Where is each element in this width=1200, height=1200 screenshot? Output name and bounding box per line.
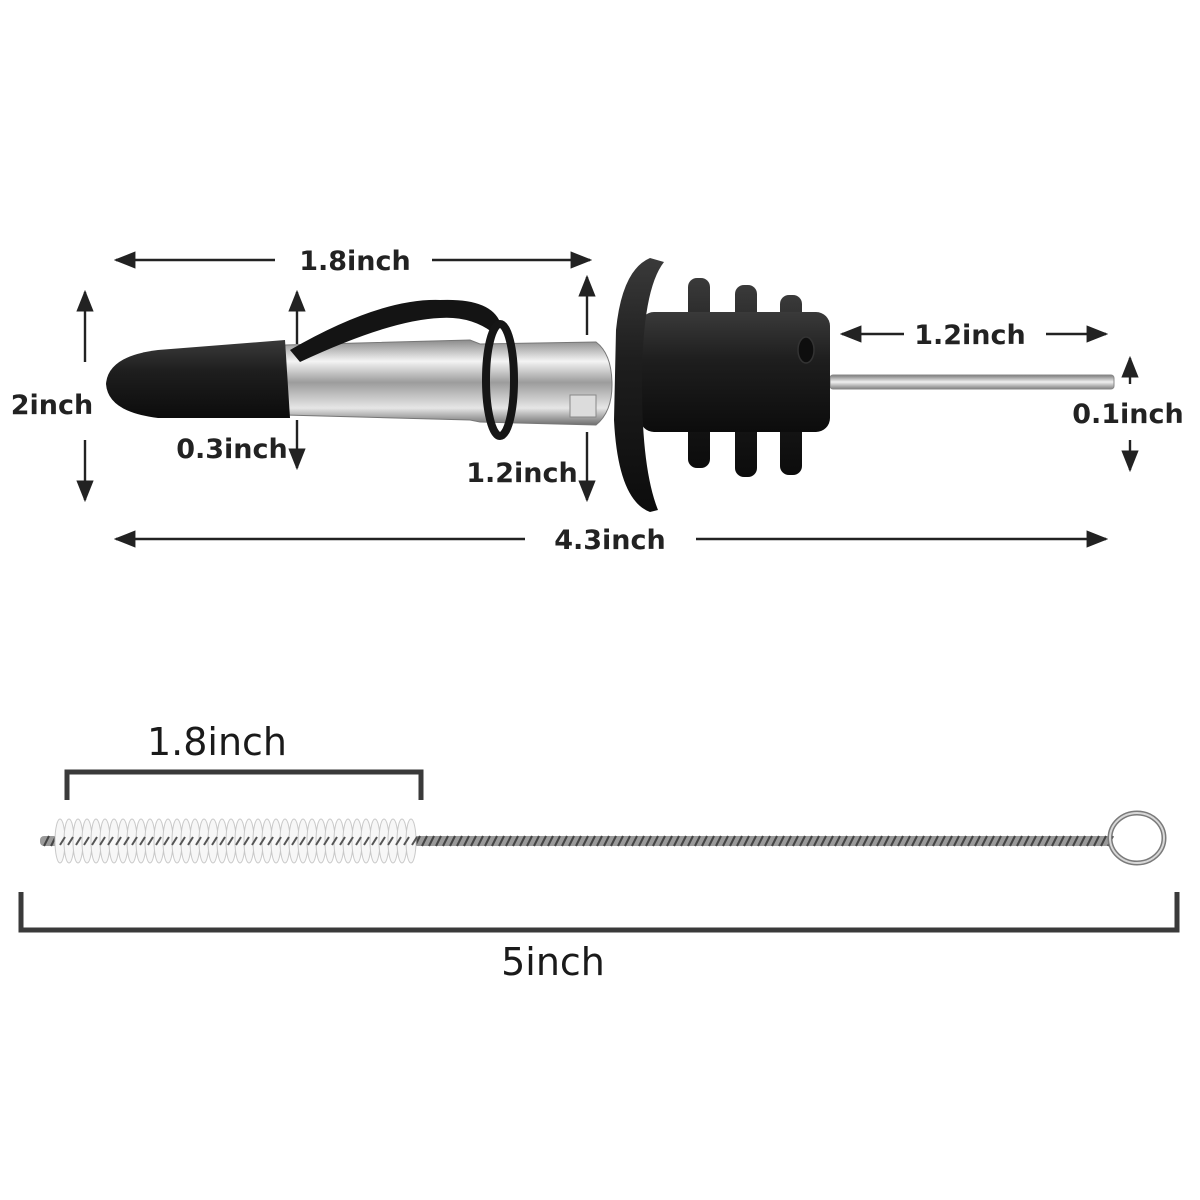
tube-diameter-label: 0.1inch bbox=[1072, 399, 1184, 430]
brush-bristles bbox=[54, 818, 418, 864]
liquor-pourer-illustration bbox=[106, 258, 1115, 512]
rubber-dust-cap bbox=[106, 340, 290, 418]
cork-diameter-label: 1.2inch bbox=[466, 458, 578, 489]
spout-diameter-label: 0.3inch bbox=[176, 434, 288, 465]
cleaning-brush-illustration bbox=[40, 810, 1167, 866]
pour-tube bbox=[829, 374, 1115, 390]
pourer-collar bbox=[614, 258, 664, 512]
cap-strap bbox=[290, 299, 500, 362]
total-length-bracket bbox=[18, 892, 1180, 933]
steel-spout-body bbox=[284, 339, 613, 426]
bristle-length-label: 1.8inch bbox=[147, 720, 287, 764]
tube-length-label: 1.2inch bbox=[914, 320, 1026, 351]
total-height-label: 2inch bbox=[11, 390, 94, 421]
strap-ring bbox=[482, 320, 518, 440]
brush-total-length-label: 5inch bbox=[501, 940, 605, 984]
pourer-dimension-annotations bbox=[76, 251, 1139, 548]
cork-gasket bbox=[640, 278, 830, 477]
total-length-label: 4.3inch bbox=[554, 525, 666, 556]
bristle-length-bracket bbox=[64, 769, 424, 800]
spout-length-label: 1.8inch bbox=[299, 246, 411, 277]
pourer-dimension-labels: 1.8inch 2inch 0.3inch 1.2inch 1.2inch 0.… bbox=[11, 246, 1184, 556]
